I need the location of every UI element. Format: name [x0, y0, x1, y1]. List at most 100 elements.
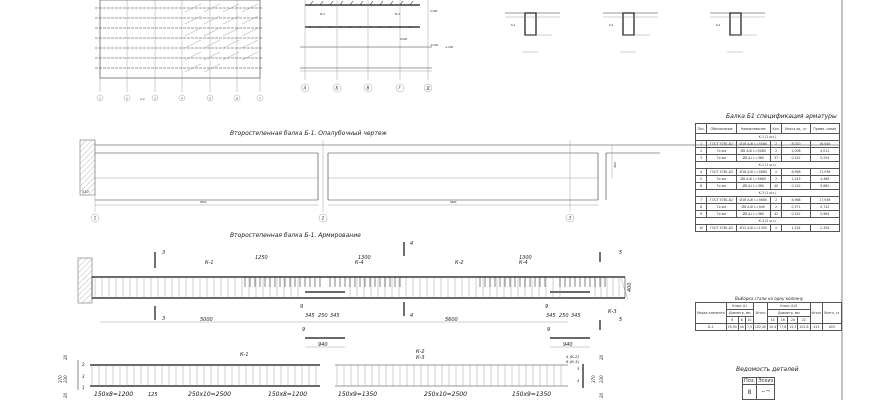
- slab-diagonal: [203, 51, 221, 61]
- steel-cell: 15,3: [787, 323, 799, 331]
- rebar-dot: [369, 26, 371, 28]
- cage-k2-pos-6: 6 (К-3): [566, 359, 580, 364]
- spec-header: Обозначение: [706, 123, 737, 134]
- spec-cell: 0,142: [781, 210, 811, 218]
- spec-cell: 0,742: [809, 203, 841, 211]
- section-level-4: -1.200: [445, 45, 453, 49]
- support-dim-c: 345: [330, 313, 340, 319]
- spec-cell: 2: [769, 168, 783, 176]
- slab-diagonal: [222, 15, 240, 25]
- details-table: Поз.Эскиз 8⌐¬: [741, 377, 776, 400]
- leader-tick: [349, 0, 354, 6]
- slab-diagonal: [222, 3, 240, 13]
- spec-cell: 2: [769, 175, 783, 183]
- spec-cell: 4,012: [809, 147, 841, 155]
- cage-k1-h3: 20: [63, 392, 68, 398]
- spec-header: Кол.: [769, 123, 783, 134]
- steel-cell: 102,8: [797, 323, 811, 331]
- spec-header: Масса ед., кг: [781, 123, 811, 134]
- steel-cell: 16,90: [725, 323, 739, 331]
- leader-tick: [359, 0, 364, 6]
- steel-d1: 6: [725, 316, 739, 324]
- wall-hatch: [79, 139, 96, 196]
- steel-class2: Класс A-III: [767, 302, 811, 310]
- slab-diagonal: [184, 39, 202, 49]
- steel-cell: 10,4: [767, 323, 779, 331]
- steel-cell: 625: [822, 323, 842, 331]
- spec-cell: 42: [769, 210, 783, 218]
- spec-cell: 6: [694, 182, 708, 190]
- spec-cell: Ø8 A-III L=5680: [735, 175, 771, 183]
- axis-bubble: [233, 94, 241, 102]
- support-dim-e: 250: [559, 313, 569, 319]
- section-axis-label: Д: [426, 86, 430, 91]
- spec-cell: 2: [769, 203, 783, 211]
- spec-cell: 8,020: [781, 140, 811, 148]
- spec-cell: 5: [694, 175, 708, 183]
- spec-cell: 8,968: [781, 168, 811, 176]
- steel-diam2: Диаметр, мм: [767, 309, 811, 317]
- spec-cell: 7: [694, 196, 708, 204]
- spec-cell: То же: [706, 182, 737, 190]
- leader-tick: [339, 0, 344, 6]
- leader-tick: [319, 0, 324, 6]
- leader-tick: [409, 0, 414, 6]
- slab-diagonal: [241, 51, 259, 61]
- dim-1250: 1250: [255, 255, 268, 261]
- detail-940-a: 940: [318, 342, 328, 348]
- dim-1300-b: 1300: [519, 255, 532, 261]
- spec-cell: 0,142: [781, 154, 811, 162]
- axis-bubble: [206, 94, 214, 102]
- axis-bubble: [123, 94, 131, 102]
- spec-cell: То же: [706, 147, 737, 155]
- reinforcement-title: Второстепенная балка Б-1. Армирование: [230, 232, 361, 239]
- spec-cell: 17,936: [809, 196, 841, 204]
- cage-k1-spacing-3: 250x10=2500: [188, 391, 231, 398]
- spec-cell: ГОСТ 5781-82: [706, 224, 737, 232]
- axis-bubble: [151, 94, 159, 102]
- spec-cell: 3: [694, 154, 708, 162]
- formwork-drawing: [79, 139, 840, 212]
- slab-diagonal: [184, 51, 202, 61]
- slab-diagonal: [203, 39, 221, 49]
- spec-cell: Ø16 A-III L=5680: [735, 196, 771, 204]
- axis-bubble: [395, 83, 405, 93]
- spec-cell: 8: [694, 203, 708, 211]
- cage-k1-h4: 370: [58, 375, 63, 383]
- steel-mark-header: Марка элемента: [695, 302, 727, 324]
- section-axis-label: А: [303, 86, 307, 91]
- spec-header: Приме- чание: [809, 123, 841, 134]
- plan-axis-label: 2: [126, 97, 128, 101]
- spec-group-title: К-4 (2 шт.): [695, 217, 840, 225]
- slab-diagonal: [222, 27, 240, 37]
- slab-diagonal: [203, 63, 221, 73]
- rebar-dot: [359, 26, 361, 28]
- axis-bubble: [178, 94, 186, 102]
- formwork-height-dim: 400: [613, 162, 617, 168]
- steel-table-title: Выборка стали на одну колонну: [735, 296, 804, 301]
- spec-cell: 9: [694, 210, 708, 218]
- label-k1: К-1: [205, 260, 214, 266]
- plan-axis-label: 3: [154, 97, 156, 101]
- leader-tick: [399, 0, 404, 6]
- formwork-axis-label: 3: [569, 216, 572, 221]
- axis-bubble: [96, 94, 104, 102]
- support-dim-f: 345: [571, 313, 581, 319]
- section-level-1: 4.200: [430, 9, 438, 13]
- cage-k2-spacing-1: 150x9=1350: [338, 391, 377, 398]
- label-k3: К-3: [608, 309, 617, 315]
- cage-k2-h1: 370: [591, 375, 596, 383]
- spec-cell: ГОСТ 5781-82: [706, 168, 737, 176]
- rebar-dot: [409, 26, 411, 28]
- cage-k2-spacing-3: 150x9=1350: [512, 391, 551, 398]
- beam-cross-section: [524, 12, 537, 36]
- steel-cell: 415: [809, 323, 824, 331]
- cage-k2-pos-4: 4: [577, 378, 580, 383]
- steel-total1: Итого: [752, 302, 769, 324]
- slab-diagonal: [203, 15, 221, 25]
